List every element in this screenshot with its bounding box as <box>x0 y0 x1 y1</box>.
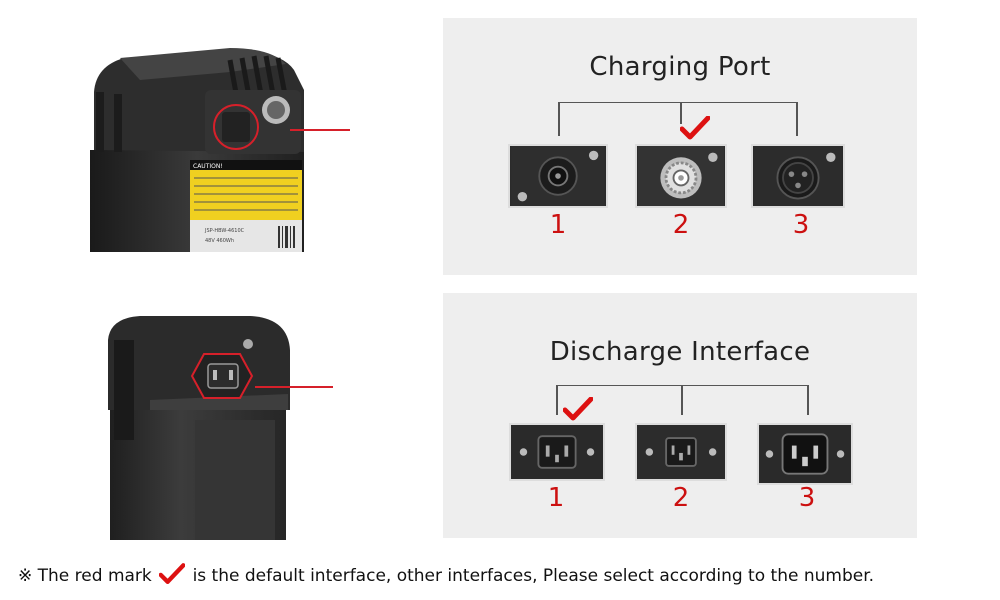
discharge-interface-title: Discharge Interface <box>549 337 811 367</box>
discharge-interface-panel: Discharge Interface 1 <box>443 293 917 538</box>
discharge-option-3-number: 3 <box>798 483 816 513</box>
gx-coaxial-connector-icon <box>637 146 725 206</box>
red-check-icon <box>159 563 186 584</box>
xlr-connector-icon <box>753 146 843 206</box>
charging-port-title: Charging Port <box>589 52 771 82</box>
caution-heading: CAUTION! <box>193 163 223 170</box>
discharge-option-2-image[interactable] <box>635 423 727 481</box>
battery-charging-side-image: CAUTION! JSP-HBW-4610C 48V 460Wh <box>90 48 304 252</box>
bracket-leg <box>681 385 683 415</box>
dc-barrel-jack-icon <box>511 146 605 206</box>
bracket-leg <box>796 102 798 136</box>
charging-option-1-number: 1 <box>549 210 567 240</box>
charging-port-pointer <box>290 129 350 131</box>
iec-large-socket-icon <box>760 425 850 483</box>
footnote: ※ The red mark is the default interface,… <box>18 563 874 586</box>
charging-option-3-image[interactable] <box>751 144 845 208</box>
default-check-icon <box>680 116 710 140</box>
discharge-option-2-number: 2 <box>672 483 690 513</box>
default-check-icon <box>563 397 593 421</box>
bracket-leg <box>558 102 560 136</box>
discharge-option-1-number: 1 <box>547 483 565 513</box>
bracket-leg <box>556 385 558 415</box>
iec-small-socket-icon <box>638 425 724 479</box>
charging-option-2-number: 2 <box>672 210 690 240</box>
charging-option-1-image[interactable] <box>508 144 608 208</box>
footnote-suffix: is the default interface, other interfac… <box>192 566 875 586</box>
discharge-option-1-image[interactable] <box>509 423 605 481</box>
charging-bracket <box>558 102 797 103</box>
bracket-leg <box>807 385 809 415</box>
battery-discharge-side-image <box>108 316 290 540</box>
caution-model-line: JSP-HBW-4610C <box>204 228 245 234</box>
caution-spec-line: 48V 460Wh <box>205 238 234 244</box>
charging-option-2-image[interactable] <box>635 144 727 208</box>
charging-option-3-number: 3 <box>792 210 810 240</box>
discharge-option-3-image[interactable] <box>757 423 853 485</box>
footnote-prefix: ※ The red mark <box>18 566 152 586</box>
bracket-leg <box>680 102 682 124</box>
iec-socket-icon <box>512 425 602 479</box>
charging-port-panel: Charging Port 1 <box>443 18 917 275</box>
discharge-interface-pointer <box>255 386 333 388</box>
